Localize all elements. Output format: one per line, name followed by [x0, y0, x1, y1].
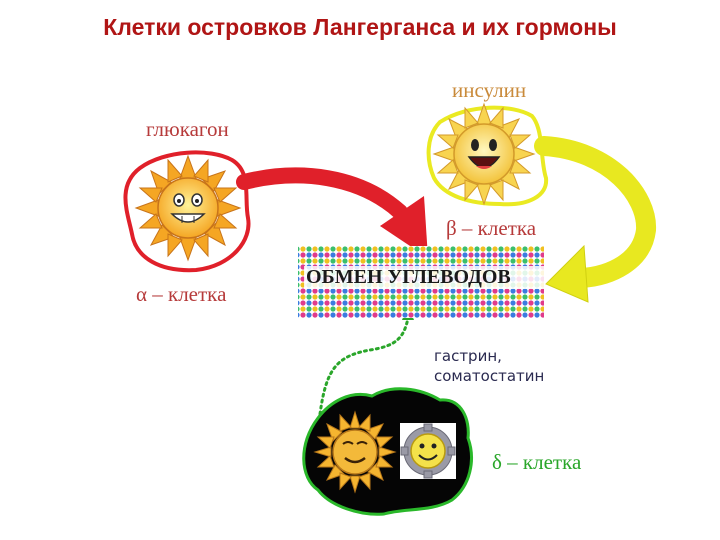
glucagon-label: глюкагон: [146, 117, 229, 141]
gear-smiley-icon: [400, 423, 456, 479]
somatostatin-label: соматостатин: [434, 367, 545, 385]
dark-sun-icon: [313, 410, 397, 494]
glucagon-arrow: [236, 167, 428, 258]
insulin-label: инсулин: [452, 78, 527, 102]
metabolism-label: ОБМЕН УГЛЕВОДОВ: [304, 266, 544, 289]
beta-cell-label: β – клетка: [446, 216, 537, 240]
insulin-arrow: [534, 136, 657, 303]
alpha-cell-outline: [123, 150, 251, 273]
delta-cell-label: δ – клетка: [492, 450, 582, 474]
gastrin-label: гастрин,: [434, 347, 502, 365]
delta-hormones-label: гастрин, соматостатин: [434, 346, 544, 386]
beta-cell-outline: [426, 105, 549, 207]
alpha-cell-label: α – клетка: [136, 282, 227, 306]
smiling-sun-icon: [134, 154, 242, 262]
laughing-sun-icon: [432, 102, 536, 206]
page-title: Клетки островков Лангерганса и их гормон…: [103, 14, 617, 40]
